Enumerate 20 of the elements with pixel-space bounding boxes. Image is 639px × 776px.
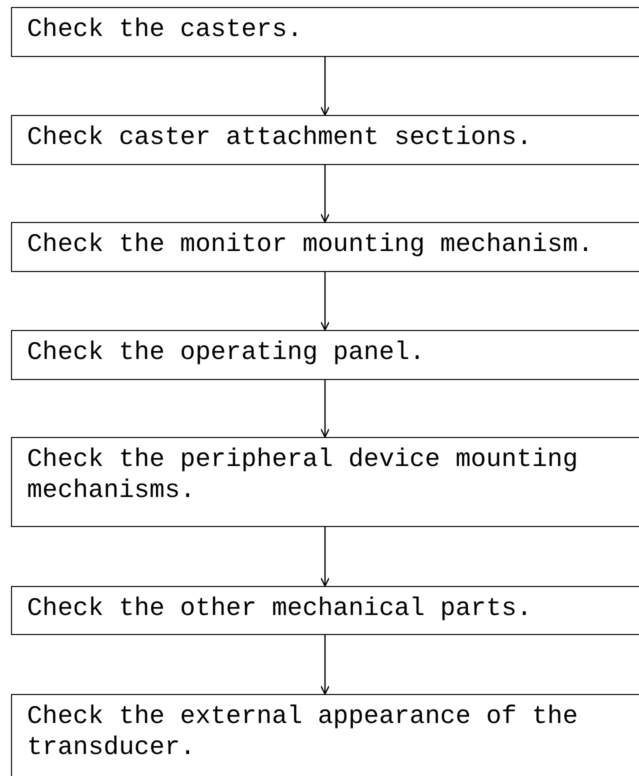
step-text: Check caster attachment sections. [27,122,533,153]
process-box [11,586,639,635]
step-text: Check the peripheral device mounting mechanisms. [27,444,579,506]
arrow [320,527,330,587]
process-box [11,222,639,272]
arrow [320,272,330,331]
process-box [11,437,639,527]
process-box [11,7,639,57]
arrow [320,57,330,116]
step-text: Check the casters. [27,14,304,45]
step-text: Check the monitor mounting mechanism. [27,229,594,260]
process-box [11,330,639,380]
step-text: Check the external appearance of the transducer. [27,701,579,763]
step-text: Check the operating panel. [27,337,426,368]
arrow [320,165,330,223]
process-box [11,694,639,776]
step-text: Check the other mechanical parts. [27,593,533,624]
arrow [320,635,330,695]
arrow [320,380,330,438]
process-box [11,115,639,165]
